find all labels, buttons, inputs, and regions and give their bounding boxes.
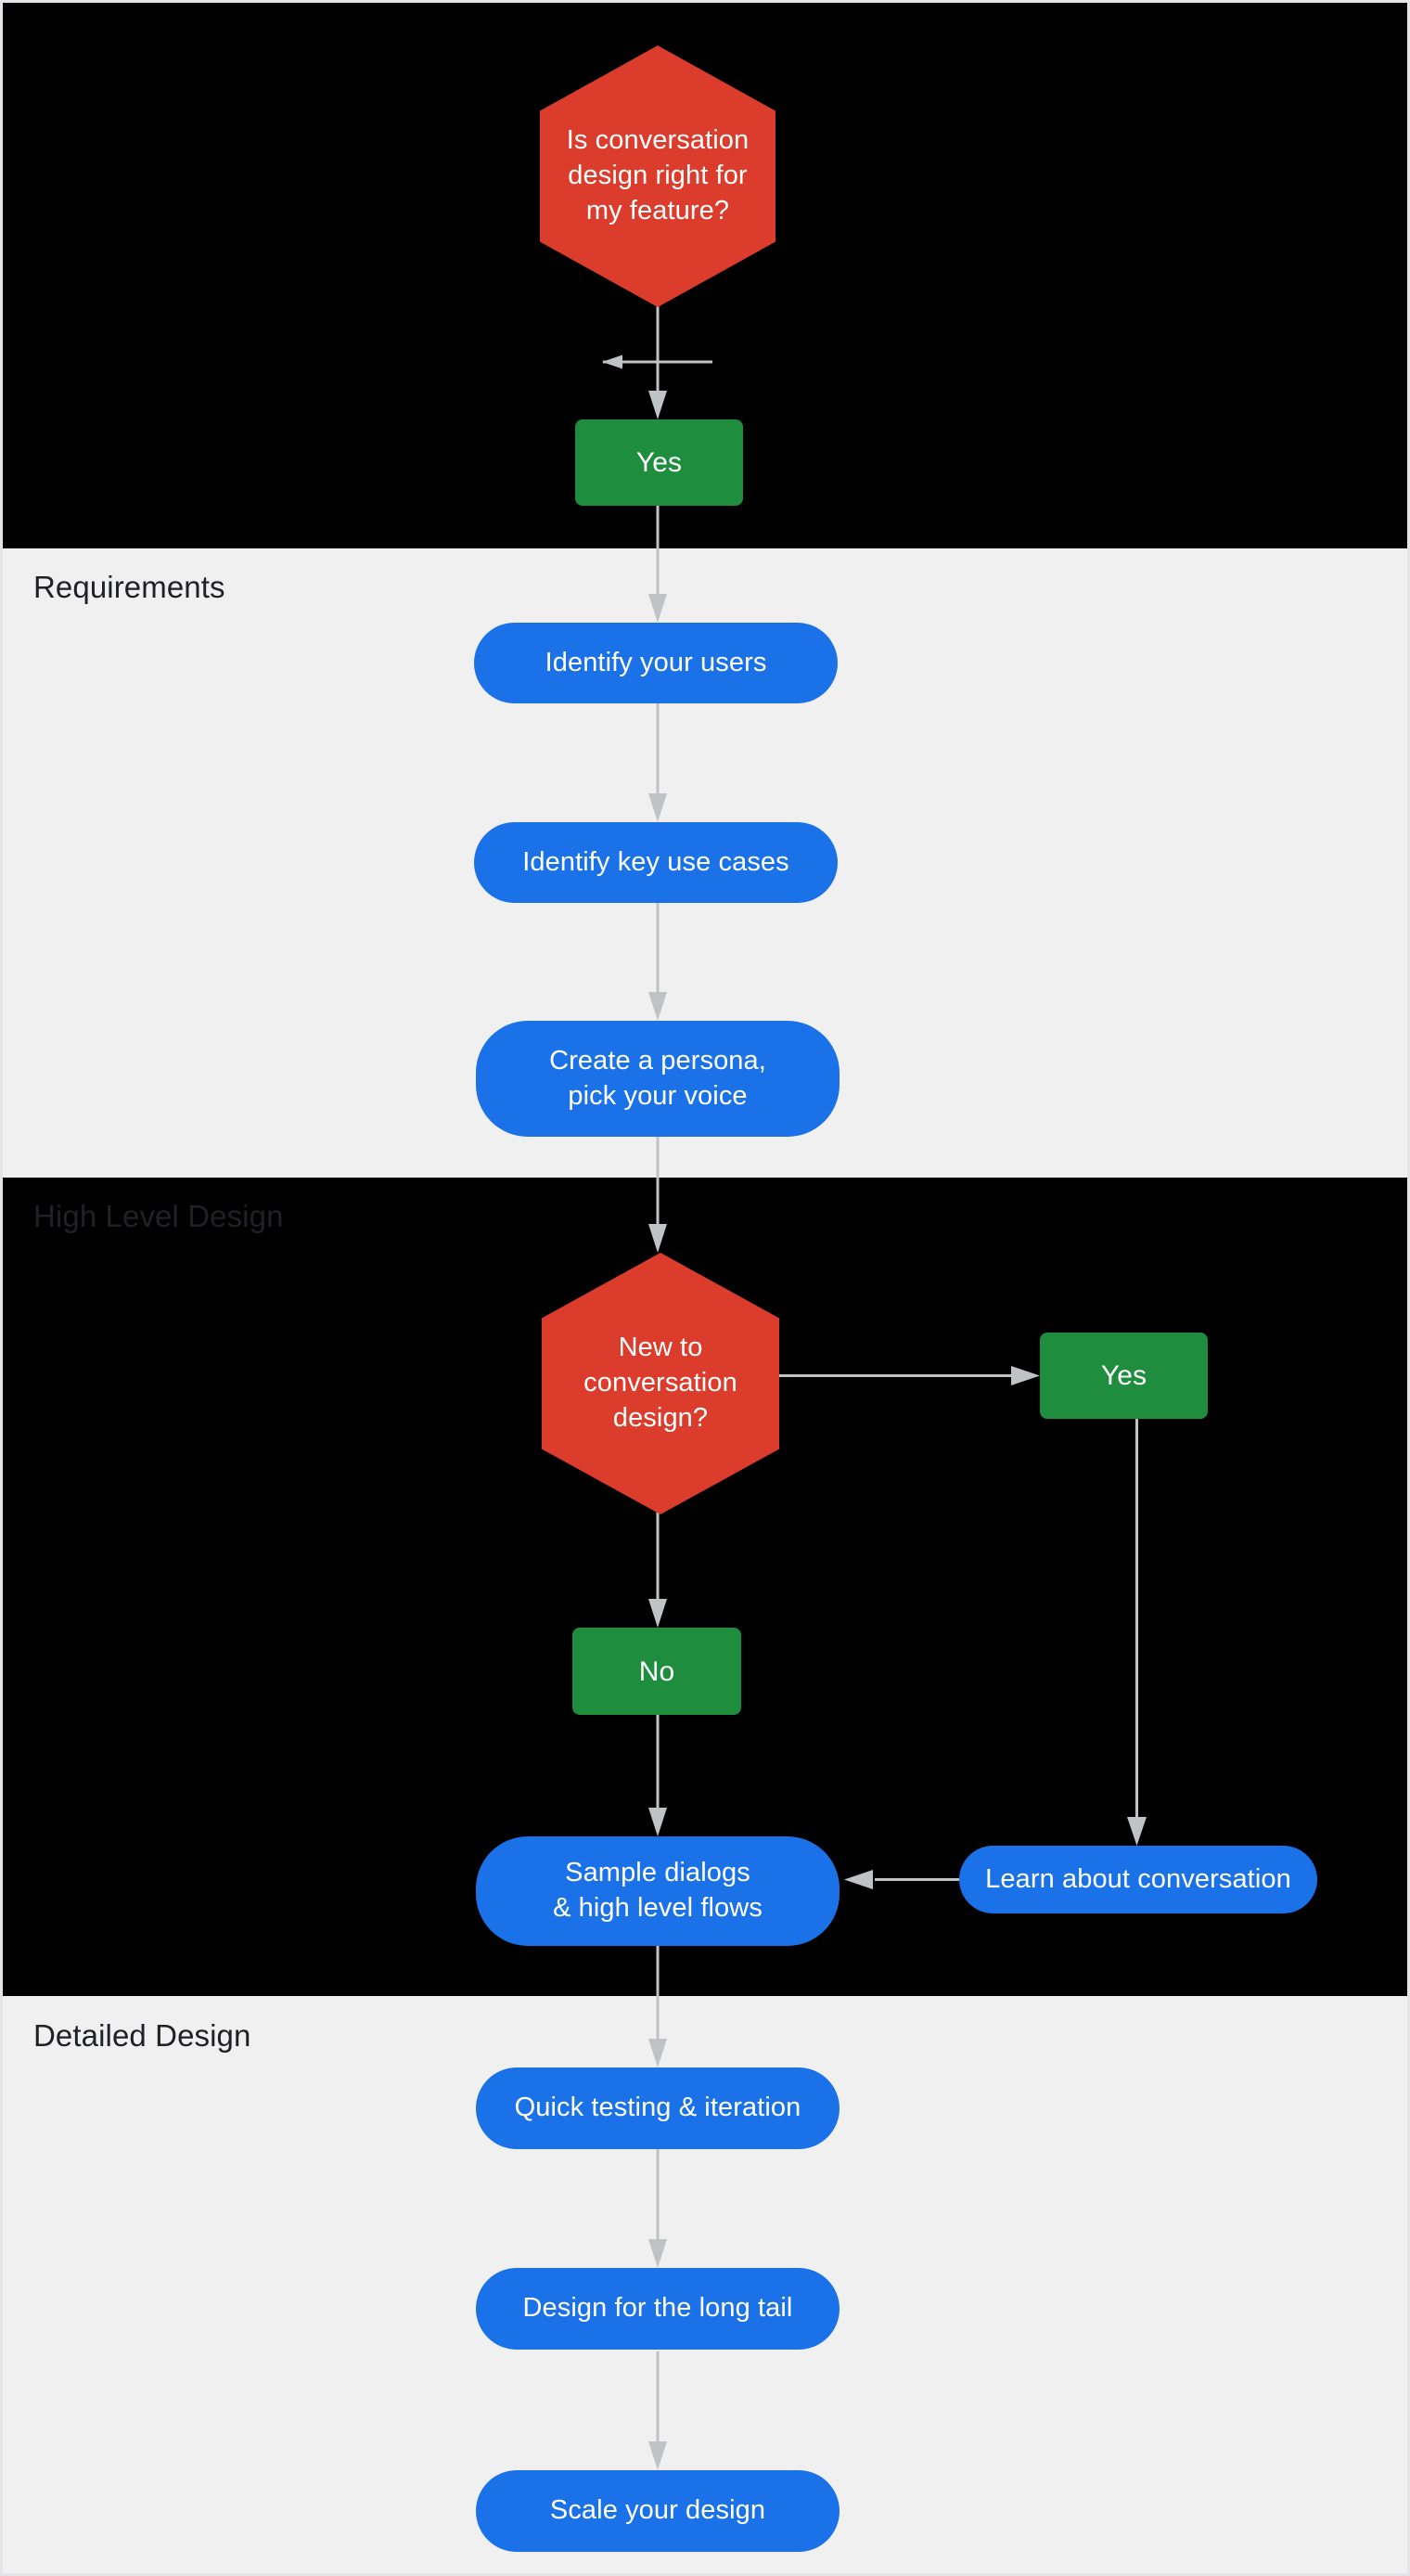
stage-label-requirements: Requirements: [33, 570, 225, 604]
node-answer-no[interactable]: No: [572, 1628, 741, 1715]
stage-label-high-level-design: High Level Design: [33, 1199, 284, 1233]
node-action-quick-testing-iteration[interactable]: Quick testing & iteration: [476, 2067, 840, 2149]
node-label: Identify key use cases: [522, 846, 789, 877]
node-action-scale-your-design[interactable]: Scale your design: [476, 2470, 840, 2552]
node-answer-yes-2[interactable]: Yes: [1040, 1333, 1208, 1419]
node-label: Sample dialogs & high level flows: [553, 1858, 763, 1923]
node-label: Identify your users: [545, 647, 767, 677]
node-label: Create a persona, pick your voice: [549, 1045, 766, 1111]
node-action-identify-key-use-cases[interactable]: Identify key use cases: [474, 822, 838, 903]
node-action-sample-dialogs[interactable]: Sample dialogs & high level flows: [476, 1836, 840, 1946]
node-action-create-a-persona[interactable]: Create a persona, pick your voice: [476, 1021, 840, 1137]
node-label: Yes: [635, 447, 683, 478]
node-label: Design for the long tail: [522, 2293, 793, 2324]
node-action-design-for-the-long-tail[interactable]: Design for the long tail: [476, 2268, 840, 2350]
node-label: Learn about conversation: [985, 1863, 1291, 1894]
node-answer-yes-1[interactable]: Yes: [575, 419, 743, 506]
node-action-learn-about-conversation[interactable]: Learn about conversation: [959, 1846, 1317, 1913]
node-label: Yes: [1100, 1360, 1147, 1391]
node-label: Quick testing & iteration: [514, 2093, 801, 2123]
node-action-identify-your-users[interactable]: Identify your users: [474, 623, 838, 703]
node-label: Scale your design: [549, 2495, 766, 2526]
node-label: No: [638, 1655, 675, 1687]
node-decision-new-to-conversation-design[interactable]: New to conversation design?: [542, 1253, 779, 1514]
stage-label-detailed-design: Detailed Design: [33, 2018, 251, 2053]
node-label: Is conversation design right for my feat…: [566, 125, 750, 225]
node-label: New to conversation design?: [583, 1333, 737, 1433]
